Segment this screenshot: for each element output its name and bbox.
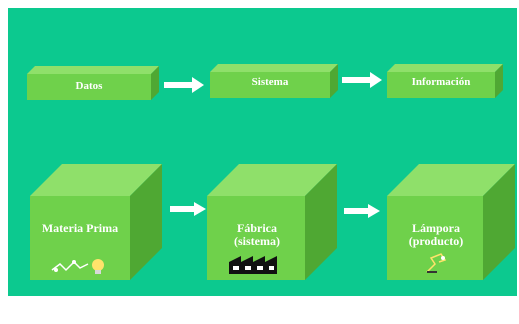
cube-fabrica: Fábrica (sistema) [207, 164, 337, 280]
bulb-circuit-icon [50, 256, 110, 281]
factory-icon [227, 252, 287, 281]
box-datos: Datos [27, 66, 159, 100]
box-sistema: Sistema [210, 64, 338, 98]
arrow-right-icon [344, 204, 380, 223]
arrow-right-icon [342, 72, 382, 93]
cube-lampora: Lámpora (producto) [387, 164, 515, 280]
box-informacion: Información [387, 64, 503, 98]
diagram-canvas: Datos Sistema Información Materia Prima [8, 8, 517, 296]
box-label: Información [411, 76, 471, 88]
cube-label: Fábrica (sistema) [234, 221, 280, 249]
lamp-icon [423, 252, 453, 279]
cube-materia-prima: Materia Prima [30, 164, 162, 280]
cube-label: Materia Prima [41, 221, 119, 235]
cube-label: Lámpora (producto) [408, 221, 464, 249]
box-label: Datos [75, 80, 103, 92]
arrow-right-icon [170, 202, 206, 221]
arrow-right-icon [164, 77, 204, 98]
box-label: Sistema [251, 76, 289, 88]
